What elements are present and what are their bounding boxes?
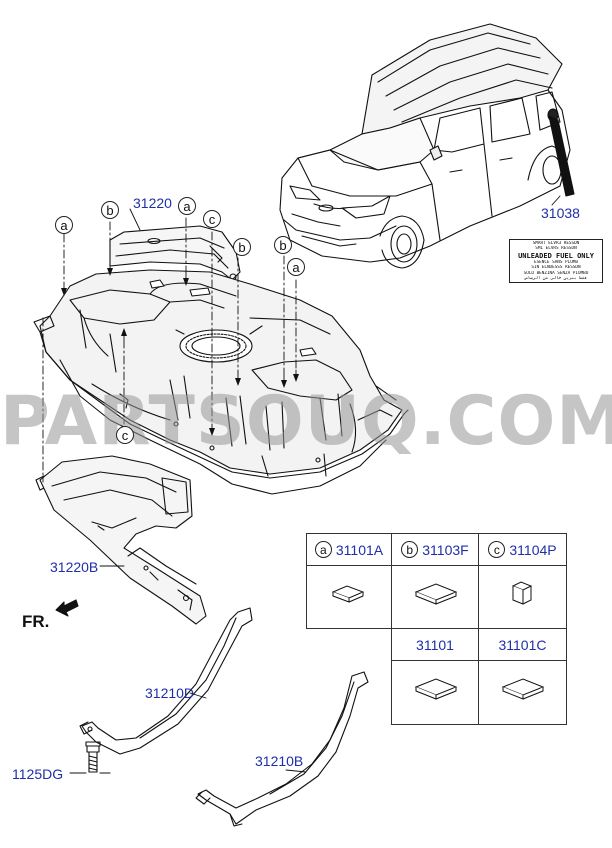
fuel-label-line: SMART ELVR3 RESSDN (532, 241, 580, 246)
fuel-label-line: UNLEADED FUEL ONLY (518, 251, 594, 260)
tank-shield-lower (39, 455, 207, 625)
part-label-31103f[interactable]: 31103F (422, 541, 469, 558)
callout-b: b (233, 238, 251, 256)
part-image-cell (306, 565, 392, 629)
part-label-31210b[interactable]: 31210B (255, 753, 304, 769)
callout-a: a (178, 197, 196, 215)
fuel-label-line: SIN ELNDESSS RESSDN (531, 265, 581, 271)
vehicle-illustration (279, 23, 575, 269)
table-header-cell[interactable]: 31101 (391, 628, 479, 661)
callout-c: c (488, 541, 506, 558)
part-label-31101[interactable]: 31101 (416, 636, 454, 653)
front-direction-label: FR. (22, 612, 50, 631)
leader-lines (42, 217, 297, 483)
part-label-31104p[interactable]: 31104P (509, 541, 557, 558)
part-image-cell (478, 565, 567, 629)
table-header-cell[interactable]: c 31104P (478, 533, 567, 566)
pad-icon (501, 678, 545, 700)
tank-strap-b (195, 671, 369, 827)
part-label-31038[interactable]: 31038 (541, 205, 580, 221)
fuel-label-line: SOLO BENZINA SENZA PIOMBO (523, 270, 589, 276)
parts-table: a 31101A b 31103F c 31104P (306, 533, 567, 725)
table-header-cell[interactable]: a 31101A (306, 533, 392, 566)
fuel-label-line: فقط بنزين خالي من الرصاص (524, 276, 588, 282)
fuel-label-line: ESENCE SANS PLOMB (534, 259, 578, 265)
fuel-label-line: SMI ELVRS RESSDN (535, 246, 577, 252)
callout-c: c (203, 210, 221, 228)
callout-b: b (401, 541, 419, 558)
fuel-tank (33, 269, 409, 495)
part-label-31220b[interactable]: 31220B (50, 559, 99, 575)
callout-b: b (274, 236, 292, 254)
callout-a: a (55, 216, 73, 234)
part-label-31101c[interactable]: 31101C (498, 636, 547, 653)
pad-icon (414, 583, 458, 605)
part-label-31210d[interactable]: 31210D (145, 685, 195, 701)
pad-icon (414, 678, 458, 700)
bolt-icon (85, 741, 111, 774)
tank-strap-d (79, 607, 253, 755)
callout-a: a (287, 258, 305, 276)
part-label-1125dg[interactable]: 1125DG (12, 766, 64, 782)
empty-cell (307, 661, 392, 725)
callout-a: a (314, 541, 332, 558)
pad-icon (331, 585, 365, 603)
part-image-cell (391, 660, 479, 725)
tank-shield-upper (109, 225, 241, 281)
front-direction-arrow (55, 599, 79, 617)
empty-cell (307, 629, 392, 661)
part-image-cell (391, 565, 479, 629)
part-label-31220[interactable]: 31220 (133, 195, 172, 211)
callout-c: c (116, 426, 134, 444)
part-image-cell (478, 660, 567, 725)
part-label-31101a[interactable]: 31101A (335, 541, 384, 558)
block-icon (511, 581, 533, 605)
fuel-label-sticker: SMART ELVR3 RESSDN SMI ELVRS RESSDN UNLE… (509, 239, 603, 283)
table-header-cell[interactable]: 31101C (478, 628, 567, 661)
table-header-cell[interactable]: b 31103F (391, 533, 479, 566)
callout-b: b (101, 201, 119, 219)
